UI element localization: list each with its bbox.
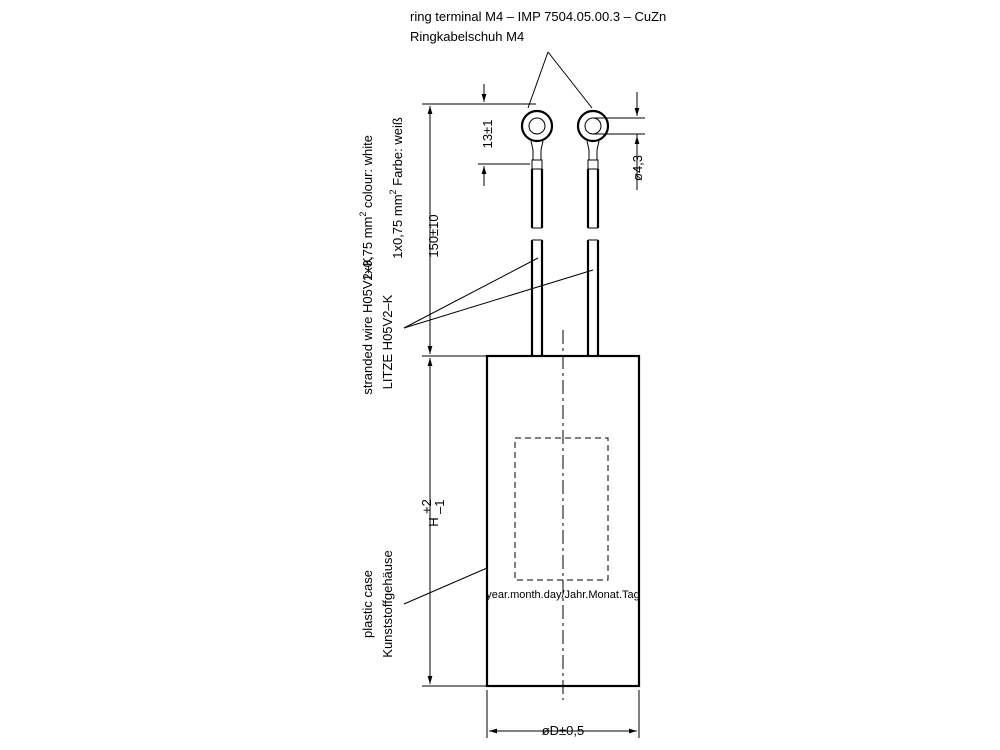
- wire-left: [530, 169, 544, 356]
- terminal-length-label: 13±1: [480, 120, 495, 149]
- svg-text:1x0,75 mm2 Farbe: weiß: 1x0,75 mm2 Farbe: weiß: [388, 117, 405, 259]
- lead-length-label: 150±10: [426, 214, 441, 257]
- hole-diameter-dimension: [593, 92, 645, 190]
- wire-right: [586, 169, 600, 356]
- stranded-wire-label-en: stranded wire H05V2–K: [360, 257, 375, 395]
- wire-spec-en-sup: 2: [358, 212, 368, 217]
- svg-text:1x0,75 mm2 colour: white: 1x0,75 mm2 colour: white: [358, 135, 375, 281]
- ring-terminal-label-en: ring terminal M4 – IMP 7504.05.00.3 – Cu…: [410, 9, 666, 24]
- diameter-dimension: [486, 690, 640, 738]
- diameter-label: øD±0,5: [542, 723, 585, 738]
- wire-spec-en-part2: colour: white: [360, 135, 375, 212]
- wire-spec-de-part1: 1x0,75 mm: [390, 194, 405, 258]
- height-tol-upper: +2: [419, 499, 434, 514]
- hole-diameter-label: ø4,3: [630, 155, 645, 181]
- wire-spec-de-part2: Farbe: weiß: [390, 117, 405, 189]
- wire-spec-de: 1x0,75 mm2 Farbe: weiß: [388, 117, 405, 259]
- date-code-label: year.month.day/Jahr.Monat.Tag: [486, 589, 639, 601]
- ring-terminal-label-de: Ringkabelschuh M4: [410, 29, 524, 44]
- wire-spec-en-part1: 1x0,75 mm: [360, 217, 375, 281]
- terminal-leader-left: [527, 51, 549, 109]
- height-label: H: [426, 517, 441, 526]
- height-tol-lower: –1: [432, 500, 447, 514]
- wire-leader-left: [403, 257, 539, 329]
- date-code-area: [514, 437, 609, 581]
- height-dimension: [422, 355, 487, 687]
- stranded-wire-label-de: LITZE H05V2–K: [380, 294, 395, 389]
- wire-spec-en: 1x0,75 mm2 colour: white: [358, 135, 375, 281]
- wire-spec-de-sup: 2: [388, 189, 398, 194]
- plastic-case-label-de: Kunststoffgehäuse: [380, 550, 395, 657]
- terminal-length-dimension: [478, 84, 530, 186]
- plastic-case-label-en: plastic case: [360, 570, 375, 638]
- terminal-leader-right: [547, 51, 593, 109]
- wire-leader-right: [403, 269, 594, 329]
- case-leader: [403, 567, 488, 605]
- ring-terminal-left: [520, 109, 554, 170]
- height-label-group: H +2 –1: [419, 499, 447, 527]
- ring-terminal-right: [576, 109, 610, 170]
